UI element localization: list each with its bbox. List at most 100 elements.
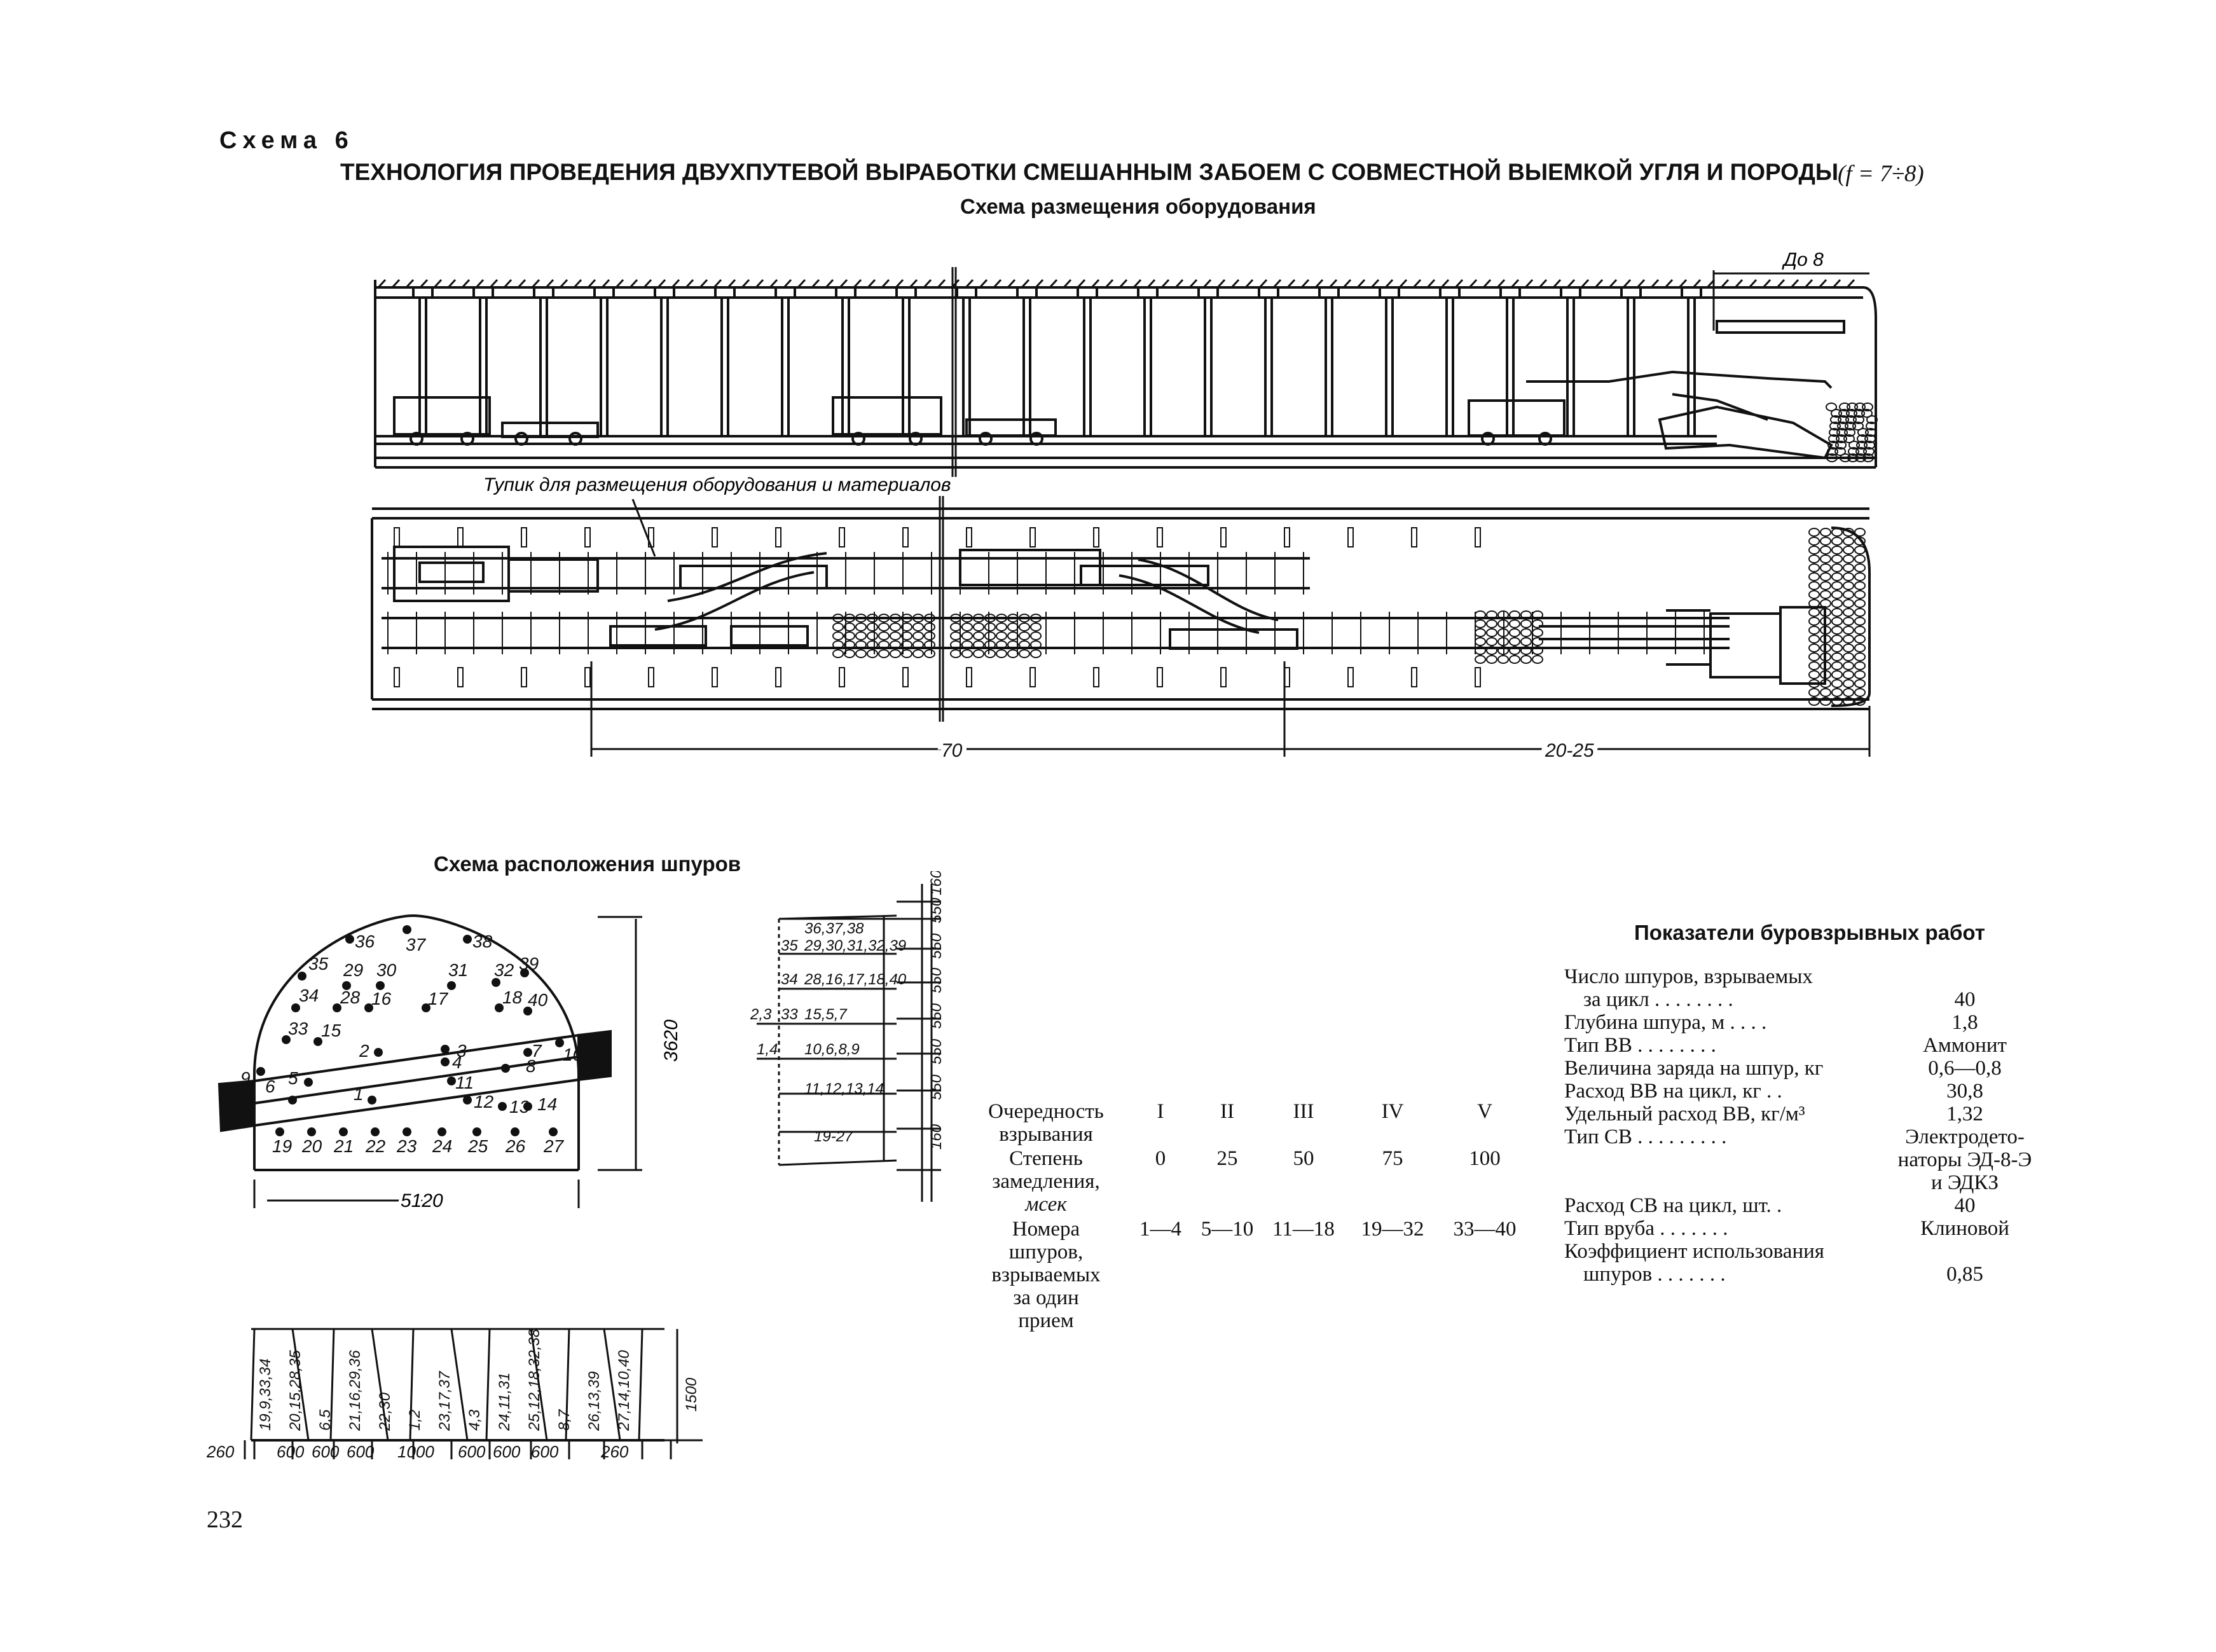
hole-label: 6 bbox=[265, 1077, 275, 1096]
plan-dim-bottom: 600 bbox=[493, 1442, 521, 1461]
profile-label: 34 bbox=[781, 971, 798, 988]
indicator-label: Величина заряда на шпур, кг bbox=[1564, 1057, 1824, 1080]
profile-dim: 550 bbox=[928, 1003, 945, 1029]
sequence-row-label: за один bbox=[1013, 1286, 1079, 1309]
plan-dim-right: 1500 bbox=[683, 1377, 700, 1412]
profile-dim: 160 bbox=[928, 871, 945, 895]
indicator-label: Расход ВВ на цикл, кг . . bbox=[1564, 1080, 1782, 1103]
indicator-value: 1,8 bbox=[1951, 1011, 1978, 1034]
dim-height-3620: 3620 bbox=[661, 1019, 682, 1062]
indicator-label: Тип вруба . . . . . . . bbox=[1564, 1217, 1728, 1240]
hole-label: 15 bbox=[321, 1021, 341, 1040]
profile-label: 33 bbox=[781, 1006, 798, 1023]
plan-dim-bottom: 600 bbox=[347, 1442, 375, 1461]
hole-label: 2 bbox=[359, 1041, 369, 1061]
dim-70: 70 bbox=[941, 740, 963, 761]
sequence-cell: 25 bbox=[1216, 1147, 1238, 1170]
deadend-label: Тупик для размещения оборудования и мате… bbox=[483, 474, 951, 495]
profile-label: 19-27 bbox=[814, 1128, 854, 1145]
profile-dim: 550 bbox=[928, 1038, 945, 1064]
plan-hole-label: 20,15,28,35 bbox=[287, 1350, 304, 1431]
page-title: ТЕХНОЛОГИЯ ПРОВЕДЕНИЯ ДВУХПУТЕВОЙ ВЫРАБО… bbox=[340, 159, 1839, 185]
sequence-row-label: Очередность bbox=[988, 1100, 1104, 1123]
hole-label: 3 bbox=[457, 1041, 467, 1061]
indicator-value: Клиновой bbox=[1920, 1217, 2009, 1240]
hole-label: 23 bbox=[396, 1136, 417, 1156]
hole-label: 33 bbox=[288, 1019, 308, 1038]
indicator-value: 40 bbox=[1954, 1194, 1976, 1217]
indicator-label: за цикл . . . . . . . . bbox=[1583, 988, 1733, 1011]
hole-label: 1 bbox=[354, 1084, 364, 1104]
plan-hole-label: 26,13,39 bbox=[586, 1372, 603, 1431]
indicator-value: Аммонит bbox=[1923, 1034, 2007, 1057]
profile-label: 35 bbox=[781, 937, 798, 954]
sequence-cell: III bbox=[1293, 1100, 1314, 1123]
profile-dim: 550 bbox=[928, 1074, 945, 1100]
plan-hole-label: 6,5 bbox=[317, 1409, 334, 1431]
hole-label: 10 bbox=[563, 1045, 583, 1064]
indicator-value: и ЭДКЗ bbox=[1931, 1171, 1999, 1194]
indicator-label: Число шпуров, взрываемых bbox=[1564, 965, 1813, 988]
sequence-cell: 5—10 bbox=[1201, 1218, 1254, 1241]
sequence-cell: 100 bbox=[1469, 1147, 1501, 1170]
sequence-cell: 50 bbox=[1293, 1147, 1314, 1170]
hole-label: 14 bbox=[537, 1094, 557, 1114]
indicator-label: Расход СВ на цикл, шт. . bbox=[1564, 1194, 1782, 1217]
hole-label: 36 bbox=[355, 932, 375, 951]
hole-label: 37 bbox=[406, 935, 427, 954]
sequence-cell: 1—4 bbox=[1139, 1218, 1181, 1241]
sequence-row-label: взрываемых bbox=[991, 1263, 1101, 1286]
sequence-cell: 33—40 bbox=[1453, 1218, 1517, 1241]
sequence-cell: IV bbox=[1381, 1100, 1404, 1123]
plan-dim-bottom: 600 bbox=[277, 1442, 305, 1461]
indicator-label: Глубина шпура, м . . . . bbox=[1564, 1011, 1767, 1034]
dim-20-25: 20-25 bbox=[1545, 740, 1594, 761]
indicator-value: 0,85 bbox=[1946, 1263, 1983, 1286]
sequence-row-label: взрывания bbox=[999, 1123, 1093, 1146]
profile-label: 36,37,38 bbox=[804, 920, 864, 937]
indicator-value: 0,6—0,8 bbox=[1928, 1057, 2002, 1080]
hole-label: 22 bbox=[365, 1136, 386, 1156]
profile-dim: 550 bbox=[928, 933, 945, 959]
plan-hole-label: 22,30 bbox=[376, 1392, 394, 1431]
plan-hole-label: 27,14,10,40 bbox=[616, 1350, 633, 1431]
plan-hole-label: 19,9,33,34 bbox=[257, 1359, 274, 1431]
profile-dim: 550 bbox=[928, 967, 945, 993]
sequence-cell: V bbox=[1477, 1100, 1492, 1123]
plan-hole-label: 23,17,37 bbox=[436, 1370, 453, 1431]
profile-label: 11,12,13,14 bbox=[804, 1080, 884, 1098]
hole-label: 32 bbox=[494, 960, 514, 980]
side-view bbox=[374, 279, 1878, 469]
sequence-row-label: Степень bbox=[1009, 1147, 1083, 1170]
indicator-label: Тип ВВ . . . . . . . . bbox=[1564, 1034, 1716, 1057]
plan-dim-bottom: 260 bbox=[600, 1442, 629, 1461]
equipment-scheme-drawing: До 8 Тупик для размещения оборудования и… bbox=[371, 249, 1878, 766]
hole-label: 4 bbox=[452, 1052, 462, 1072]
hole-label: 16 bbox=[371, 989, 392, 1008]
hole-label: 13 bbox=[509, 1097, 530, 1117]
equipment-scheme-title: Схема размещения оборудования bbox=[960, 195, 1316, 218]
plan-dim-bottom: 600 bbox=[458, 1442, 486, 1461]
profile-dim: 550 bbox=[928, 897, 945, 923]
indicator-value: 30,8 bbox=[1946, 1080, 1983, 1103]
hole-label: 21 bbox=[333, 1136, 354, 1156]
indicator-value: Электродето- bbox=[1905, 1125, 2025, 1148]
sequence-cell: II bbox=[1220, 1100, 1234, 1123]
indicator-value: 1,32 bbox=[1946, 1103, 1983, 1125]
hole-label: 9 bbox=[240, 1068, 251, 1088]
profile-label: 10,6,8,9 bbox=[804, 1041, 860, 1058]
dim-width-5120: 5120 bbox=[401, 1190, 443, 1211]
hole-label: 27 bbox=[543, 1136, 565, 1156]
plan-dim-bottom: 600 bbox=[312, 1442, 340, 1461]
hole-label: 5 bbox=[288, 1068, 298, 1088]
hole-label: 28 bbox=[340, 988, 361, 1007]
strength-coefficient: (f = 7÷8) bbox=[1838, 161, 1924, 187]
hole-label: 19 bbox=[272, 1136, 292, 1156]
indicator-label: Тип СВ . . . . . . . . . bbox=[1564, 1125, 1727, 1148]
profile-label: 2,3 bbox=[750, 1006, 772, 1023]
plan-dim-bottom: 600 bbox=[531, 1442, 559, 1461]
indicators-title: Показатели буровзрывных работ bbox=[1634, 921, 1985, 944]
